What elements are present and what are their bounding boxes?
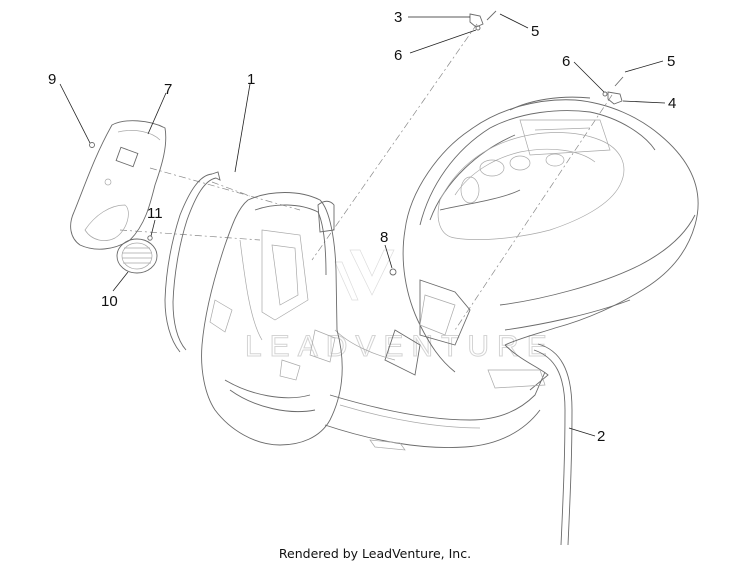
watermark-text: LEADVENTURE xyxy=(245,330,555,363)
callout-5-top: 5 xyxy=(531,23,539,40)
body-frame xyxy=(324,96,699,451)
callout-8: 8 xyxy=(380,229,388,246)
part-6-nut-icon-right xyxy=(602,91,608,97)
leader-lines xyxy=(59,13,666,437)
callout-1: 1 xyxy=(247,71,255,88)
callout-7: 7 xyxy=(164,81,172,98)
assembly-lines xyxy=(119,23,613,331)
part-1-trim-strip xyxy=(164,171,221,353)
callout-9: 9 xyxy=(48,71,56,88)
part-10-horn-grille xyxy=(116,238,158,274)
callout-3: 3 xyxy=(394,9,402,26)
part-6-nut-icon-top xyxy=(475,25,481,31)
part-5-screw-icon-right xyxy=(614,76,624,87)
part-2-trim-strip xyxy=(533,343,573,546)
footer-credit: Rendered by LeadVenture, Inc. xyxy=(278,546,472,561)
front-shield xyxy=(201,192,343,446)
callout-10: 10 xyxy=(101,293,118,310)
callout-5-right: 5 xyxy=(667,53,675,70)
callout-6-top: 6 xyxy=(394,47,402,64)
hardware xyxy=(89,10,624,276)
callout-4: 4 xyxy=(668,95,676,112)
part-4-bracket-icon xyxy=(607,91,623,105)
callout-11: 11 xyxy=(147,205,163,222)
callouts: 3 5 6 6 5 4 9 7 1 11 8 10 2 xyxy=(48,9,676,445)
watermark: LEADVENTURE xyxy=(245,249,555,364)
callout-2: 2 xyxy=(597,428,605,445)
part-9-screw-icon xyxy=(89,142,95,148)
part-3-bracket-icon xyxy=(469,13,484,28)
part-11-screw-icon xyxy=(147,235,153,241)
part-7-horn-cover xyxy=(70,120,167,250)
callout-6-right: 6 xyxy=(562,53,570,70)
part-8-clip-icon xyxy=(389,268,397,276)
part-5-screw-icon-top xyxy=(486,10,497,21)
